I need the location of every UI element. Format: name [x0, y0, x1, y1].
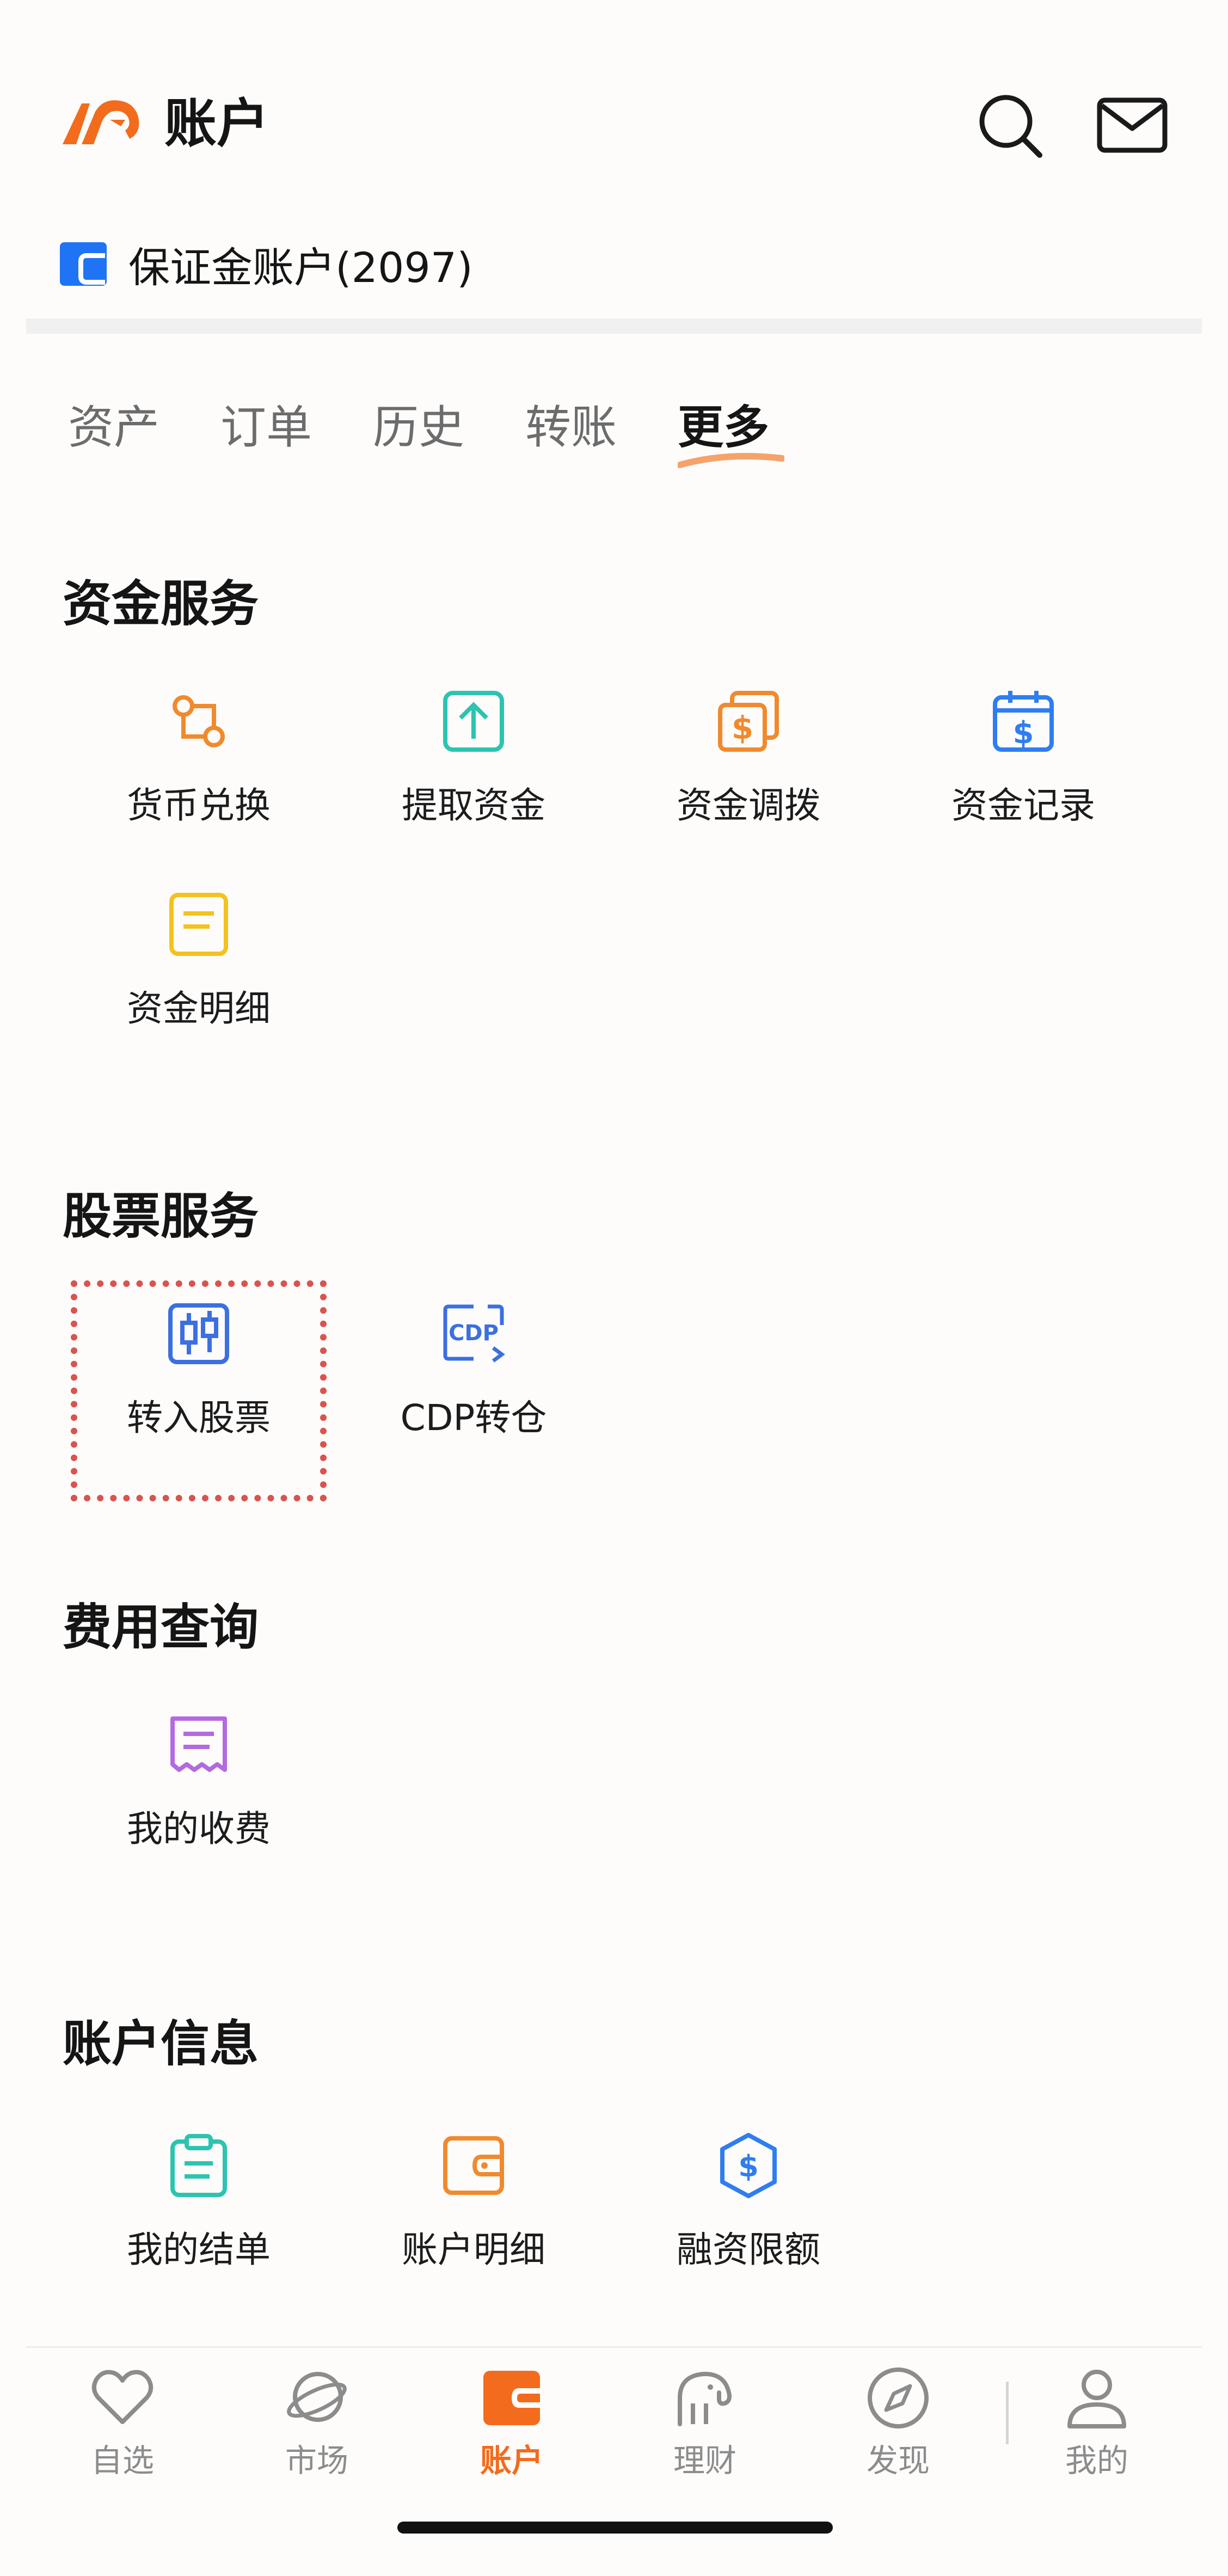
mail-icon[interactable] [1094, 93, 1170, 158]
section-title-stocks: 股票服务 [63, 1188, 259, 1245]
nav-label: 账户 [480, 2442, 543, 2479]
nav-discover[interactable]: 发现 [816, 2365, 980, 2496]
search-icon[interactable] [974, 90, 1045, 161]
bottom-nav-divider [26, 2346, 1202, 2348]
wallet-icon [443, 2136, 504, 2195]
item-transfer-in-stocks[interactable]: 转入股票 [90, 1301, 308, 1486]
nav-label: 自选 [90, 2442, 154, 2479]
app-header: 账户 [0, 0, 1228, 229]
user-icon [1067, 2370, 1126, 2428]
nav-divider [1006, 2382, 1009, 2444]
section-title-account-info: 账户信息 [63, 2015, 259, 2072]
tab-history[interactable]: 历史 [373, 401, 465, 454]
calendar-dollar-icon: $ [993, 691, 1054, 752]
svg-text:$: $ [738, 2149, 759, 2184]
nav-me[interactable]: 我的 [1015, 2365, 1178, 2496]
active-tab-underline [678, 453, 785, 468]
svg-text:$: $ [732, 709, 753, 746]
bull-logo-icon [63, 100, 139, 144]
item-label: 资金明细 [127, 988, 271, 1029]
item-cdp-transfer[interactable]: CDP CDP转仓 [365, 1301, 582, 1486]
svg-text:$: $ [1013, 715, 1034, 751]
item-label: 我的收费 [127, 1808, 271, 1850]
item-fund-records[interactable]: $ 资金记录 [914, 689, 1132, 874]
account-card-icon [60, 242, 107, 286]
nav-label: 我的 [1065, 2442, 1128, 2479]
item-currency-exchange[interactable]: 货币兑换 [90, 689, 308, 874]
item-label: 融资限额 [677, 2229, 820, 2271]
item-label: 我的结单 [127, 2229, 271, 2271]
planet-icon [287, 2372, 347, 2422]
nav-label: 理财 [673, 2442, 736, 2479]
item-label: 货币兑换 [127, 784, 271, 826]
item-label: 转入股票 [127, 1397, 271, 1439]
page-title: 账户 [164, 93, 269, 154]
item-label: 账户明细 [402, 2229, 545, 2271]
item-fund-transfer[interactable]: $ 资金调拨 [640, 689, 857, 874]
divider [26, 318, 1202, 334]
cdp-icon: CDP [443, 1304, 505, 1363]
currency-exchange-icon [173, 695, 225, 747]
item-account-details[interactable]: 账户明细 [365, 2133, 582, 2318]
home-indicator[interactable] [397, 2522, 833, 2534]
highlight-box [71, 1280, 327, 1501]
receipt-icon [170, 1716, 227, 1772]
fund-transfer-icon: $ [718, 691, 779, 752]
clipboard-icon [170, 2134, 227, 2197]
section-title-funds: 资金服务 [63, 575, 259, 633]
nav-account[interactable]: 账户 [430, 2365, 593, 2496]
document-list-icon [169, 893, 228, 956]
wallet-icon [483, 2371, 540, 2425]
tab-orders[interactable]: 订单 [220, 401, 312, 454]
svg-text:CDP: CDP [449, 1321, 499, 1346]
item-my-fees[interactable]: 我的收费 [90, 1712, 308, 1897]
item-label: 资金调拨 [677, 784, 820, 826]
account-selector[interactable]: 保证金账户(2097) [60, 234, 473, 294]
elephant-icon [678, 2371, 732, 2426]
nav-watchlist[interactable]: 自选 [41, 2365, 204, 2496]
nav-label: 发现 [866, 2442, 930, 2479]
nav-label: 市场 [285, 2442, 348, 2479]
item-label: 资金记录 [951, 784, 1095, 826]
account-name: 保证金账户(2097) [128, 243, 473, 292]
nav-wealth[interactable]: 理财 [623, 2365, 787, 2496]
heart-icon [91, 2370, 154, 2424]
nav-market[interactable]: 市场 [235, 2365, 398, 2496]
item-label: 提取资金 [402, 784, 545, 826]
item-label: CDP转仓 [400, 1397, 547, 1439]
section-title-fees: 费用查询 [63, 1599, 259, 1656]
candlestick-icon [168, 1303, 229, 1364]
item-fund-details[interactable]: 资金明细 [90, 892, 308, 1077]
withdraw-upload-icon [443, 691, 504, 752]
compass-icon [868, 2368, 929, 2428]
item-withdraw-funds[interactable]: 提取资金 [365, 689, 582, 874]
tab-more[interactable]: 更多 [678, 397, 785, 468]
item-my-statements[interactable]: 我的结单 [90, 2133, 308, 2318]
tab-more-label: 更多 [678, 401, 770, 454]
shield-dollar-icon: $ [720, 2133, 777, 2198]
tab-assets[interactable]: 资产 [68, 401, 160, 454]
tab-bar: 资产 订单 历史 转账 更多 [68, 397, 830, 468]
tab-transfer[interactable]: 转账 [525, 401, 617, 454]
item-margin-limit[interactable]: $ 融资限额 [640, 2133, 857, 2318]
